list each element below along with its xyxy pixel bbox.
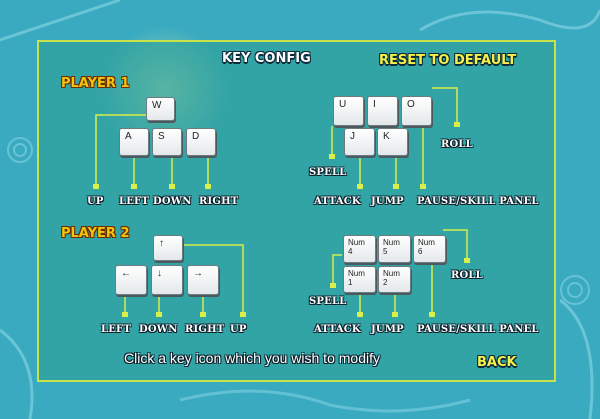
p2-left-key-label: ←: [121, 268, 131, 279]
p2-up-key[interactable]: ↑: [153, 235, 183, 261]
reset-to-default-button[interactable]: RESET TO DEFAULT: [379, 53, 517, 68]
p1-down-label: DOWN: [153, 196, 192, 207]
p2-jump-key[interactable]: Num 2: [378, 266, 411, 293]
p2-down-key[interactable]: ↓: [151, 265, 183, 295]
p2-right-key-label: →: [193, 268, 203, 279]
p2-jump-key-label: Num 2: [383, 269, 400, 287]
p1-spell-key-label: U: [339, 99, 347, 110]
p1-right-key-label: D: [192, 131, 200, 142]
p2-attack-key[interactable]: Num 1: [343, 266, 376, 293]
p1-jump-key-label: K: [383, 131, 390, 142]
p2-up-key-label: ↑: [159, 238, 164, 249]
p2-pause-key-label: Num 5: [383, 238, 400, 256]
p2-down-label: DOWN: [139, 324, 178, 335]
p1-left-key[interactable]: A: [119, 128, 149, 156]
p2-jump-label: JUMP: [371, 324, 404, 335]
p2-up-label: UP: [230, 324, 247, 335]
p1-jump-key[interactable]: K: [377, 128, 408, 156]
p1-roll-key-label: O: [407, 99, 415, 110]
p1-attack-label: ATTACK: [314, 196, 361, 207]
p1-down-key[interactable]: S: [152, 128, 182, 156]
player2-label: PLAYER 2: [61, 226, 130, 241]
p2-roll-label: ROLL: [451, 270, 483, 281]
p2-pause-key[interactable]: Num 5: [378, 235, 411, 263]
p1-spell-label: SPELL: [309, 167, 347, 178]
p2-spell-label: SPELL: [309, 296, 347, 307]
p1-up-key-label: W: [152, 100, 162, 111]
config-panel: [37, 40, 556, 382]
p1-up-label: UP: [87, 196, 104, 207]
p1-left-label: LEFT: [119, 196, 149, 207]
p1-pause-key[interactable]: I: [367, 96, 398, 126]
player1-label: PLAYER 1: [61, 76, 130, 91]
p1-right-label: RIGHT: [199, 196, 239, 207]
p1-attack-key[interactable]: J: [344, 128, 375, 156]
p1-jump-label: JUMP: [371, 196, 404, 207]
p2-spell-key-label: Num 4: [348, 238, 365, 256]
p2-attack-key-label: Num 1: [348, 269, 365, 287]
p2-left-label: LEFT: [101, 324, 131, 335]
p2-attack-label: ATTACK: [314, 324, 361, 335]
p1-right-key[interactable]: D: [186, 128, 216, 156]
p2-spell-key[interactable]: Num 4: [343, 235, 376, 263]
p2-right-key[interactable]: →: [187, 265, 219, 295]
p2-roll-key[interactable]: Num 6: [413, 235, 446, 263]
p1-attack-key-label: J: [350, 131, 355, 142]
p1-spell-key[interactable]: U: [333, 96, 364, 126]
back-button[interactable]: BACK: [477, 355, 517, 370]
p1-up-key[interactable]: W: [146, 97, 175, 121]
instruction-text: Click a key icon which you wish to modif…: [124, 350, 380, 366]
p1-down-key-label: S: [158, 131, 165, 142]
p2-left-key[interactable]: ←: [115, 265, 147, 295]
p2-pause-label: PAUSE/SKILL PANEL: [417, 324, 539, 335]
p2-down-key-label: ↓: [157, 268, 162, 279]
p1-roll-key[interactable]: O: [401, 96, 432, 126]
p1-left-key-label: A: [125, 131, 132, 142]
p2-right-label: RIGHT: [185, 324, 225, 335]
p1-roll-label: ROLL: [441, 139, 473, 150]
p2-roll-key-label: Num 6: [418, 238, 435, 256]
p1-pause-label: PAUSE/SKILL PANEL: [417, 196, 539, 207]
p1-pause-key-label: I: [373, 99, 376, 110]
key-config-title: KEY CONFIG: [222, 51, 311, 66]
